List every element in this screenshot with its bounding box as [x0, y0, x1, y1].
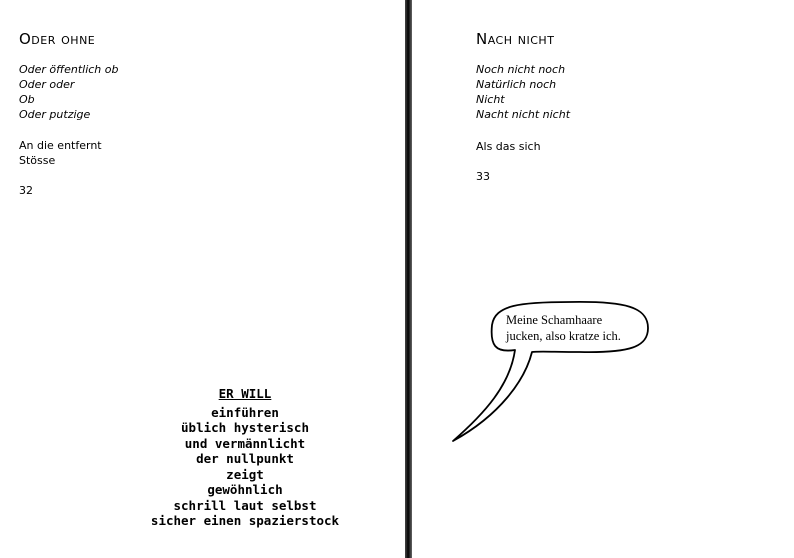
- poem-line: schrill laut selbst: [173, 497, 317, 513]
- right-page: Nach nicht Noch nicht noch Natürlich noc…: [412, 0, 794, 558]
- poem-line: sicher einen spazierstock: [150, 513, 340, 528]
- poem-line: der nullpunkt: [196, 451, 294, 466]
- book-gutter: [405, 0, 412, 558]
- right-plain-stanza: Als das sich: [476, 139, 541, 154]
- poem-line: und vermännlicht: [184, 435, 306, 451]
- speech-bubble-outline: [452, 301, 649, 442]
- right-italic-stanza: Noch nicht noch Natürlich noch Nicht Nac…: [476, 62, 570, 122]
- stanza-line: Ob: [19, 93, 35, 106]
- handwritten-poem: ER WILL einführen üblich hysterisch und …: [140, 386, 350, 529]
- page-number-right: 33: [476, 170, 490, 183]
- bubble-line: jucken, also kratze ich.: [506, 329, 621, 343]
- left-page-title: Oder ohne: [19, 30, 96, 48]
- stanza-line: Noch nicht noch: [476, 63, 566, 76]
- stanza-line: Nacht nicht nicht: [476, 108, 571, 121]
- speech-bubble-text: Meine Schamhaare jucken, also kratze ich…: [506, 312, 646, 344]
- right-page-title: Nach nicht: [476, 30, 555, 48]
- stanza-line: Stösse: [19, 154, 56, 167]
- stanza-line: Natürlich noch: [476, 78, 557, 91]
- poem-line: gewöhnlich: [207, 482, 283, 497]
- stanza-line: Nicht: [476, 93, 505, 106]
- stanza-line: An die entfernt: [19, 139, 102, 152]
- stanza-line: Oder öffentlich ob: [19, 63, 119, 76]
- stanza-line: Als das sich: [476, 140, 541, 153]
- poem-line: zeigt: [226, 466, 264, 482]
- stanza-line: Oder putzige: [19, 108, 91, 121]
- bubble-line: Meine Schamhaare: [506, 313, 603, 327]
- left-italic-stanza: Oder öffentlich ob Oder oder Ob Oder put…: [19, 62, 119, 122]
- left-plain-stanza: An die entfernt Stösse: [19, 138, 102, 168]
- stanza-line: Oder oder: [19, 78, 75, 91]
- poem-line: üblich hysterisch: [181, 420, 309, 435]
- poem-line: einführen: [211, 404, 279, 420]
- poem-title: ER WILL: [218, 386, 272, 401]
- page-number-left: 32: [19, 184, 33, 197]
- left-page: Oder ohne Oder öffentlich ob Oder oder O…: [19, 30, 119, 197]
